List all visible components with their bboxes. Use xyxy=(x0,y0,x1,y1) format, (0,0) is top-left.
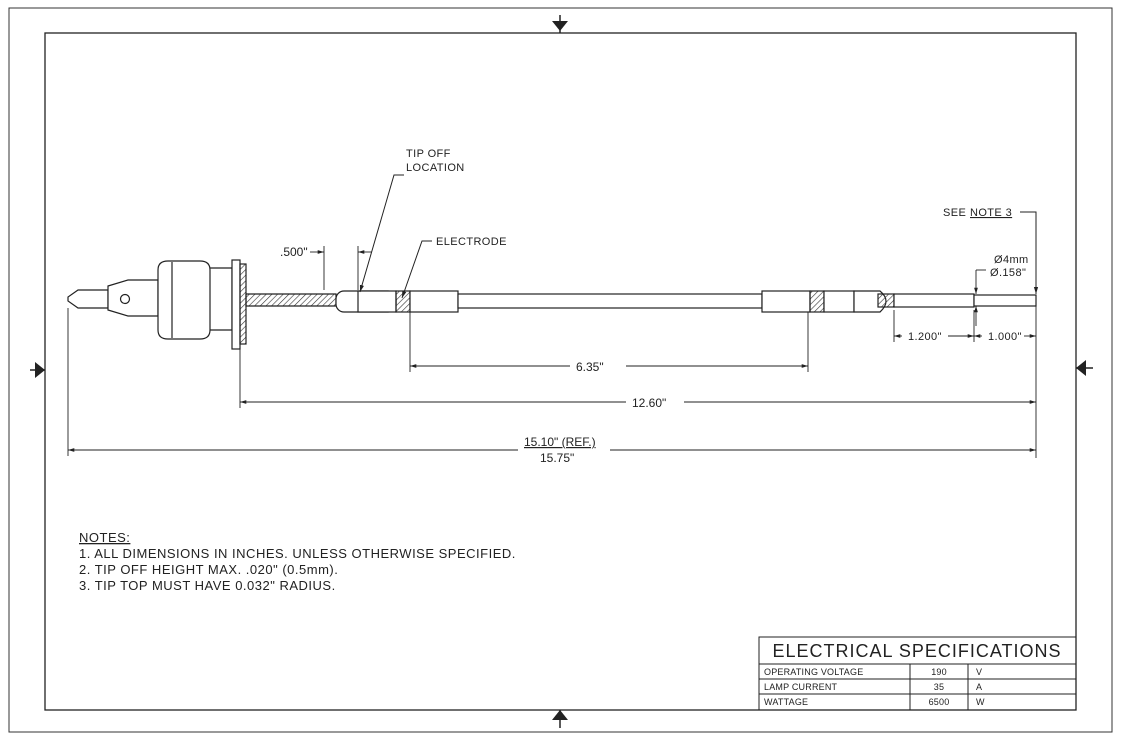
right-tip xyxy=(973,294,1037,307)
dim-635: 6.35" xyxy=(576,360,604,374)
tip-off-label-line2: LOCATION xyxy=(406,162,465,174)
diameter-in-label: Ø.158" xyxy=(990,267,1026,279)
inner-border xyxy=(44,32,1077,711)
see-note-prefix: SEE xyxy=(943,207,966,219)
spec-table xyxy=(758,636,1077,711)
lamp-neck xyxy=(107,279,159,317)
spec-unit-current: A xyxy=(976,682,982,692)
centering-mark-bottom xyxy=(552,710,568,728)
lamp-flange xyxy=(231,259,241,350)
electrode-leader xyxy=(401,240,432,299)
centering-mark-top xyxy=(552,15,568,33)
lamp-lead xyxy=(245,293,337,307)
lamp-base xyxy=(157,260,211,340)
leader-lines xyxy=(359,174,1039,299)
spec-param-wattage: WATTAGE xyxy=(764,697,808,707)
tip-off-leader xyxy=(359,174,404,293)
spec-unit-voltage: V xyxy=(976,667,982,677)
dimension-lines xyxy=(67,246,1037,458)
dim-1575: 15.75" xyxy=(540,451,574,465)
dim-500: .500" xyxy=(280,245,308,259)
dim-1260: 12.60" xyxy=(632,396,666,410)
dim-1510-ref: 15.10" (REF.) xyxy=(524,435,596,449)
note-item-1: 1. ALL DIMENSIONS IN INCHES. UNLESS OTHE… xyxy=(79,546,516,561)
diameter-mm-label: Ø4mm xyxy=(994,254,1029,266)
right-lead xyxy=(893,293,975,308)
centering-mark-right xyxy=(1076,360,1093,376)
electrode-label: ELECTRODE xyxy=(436,236,507,248)
spec-value-wattage: 6500 xyxy=(929,697,950,707)
lamp-tube xyxy=(457,293,763,309)
outer-border xyxy=(8,7,1113,733)
lamp-pin-tip xyxy=(67,289,109,309)
spec-table-title: ELECTRICAL SPECIFICATIONS xyxy=(772,641,1061,661)
dim-1200: 1.200" xyxy=(908,331,942,343)
spec-param-voltage: OPERATING VOLTAGE xyxy=(764,667,863,677)
dim-1000: 1.000" xyxy=(988,331,1022,343)
see-note-ref: NOTE 3 xyxy=(970,207,1012,219)
left-bulb xyxy=(409,290,459,313)
note-item-2: 2. TIP OFF HEIGHT MAX. .020" (0.5mm). xyxy=(79,562,338,577)
notes-block: NOTES: 1. ALL DIMENSIONS IN INCHES. UNLE… xyxy=(79,530,516,593)
note-item-3: 3. TIP TOP MUST HAVE 0.032" RADIUS. xyxy=(79,578,336,593)
spec-value-current: 35 xyxy=(934,682,944,692)
note3-leader xyxy=(1020,211,1039,294)
tip-off-label-line1: TIP OFF xyxy=(406,148,451,160)
notes-heading: NOTES: xyxy=(79,530,130,545)
centering-mark-left xyxy=(30,362,45,378)
right-electrode-sleeve xyxy=(823,290,855,313)
spec-param-current: LAMP CURRENT xyxy=(764,682,838,692)
right-bulb xyxy=(761,290,811,313)
spec-unit-wattage: W xyxy=(976,697,985,707)
lamp-assembly xyxy=(67,259,1037,350)
spec-value-voltage: 190 xyxy=(931,667,947,677)
